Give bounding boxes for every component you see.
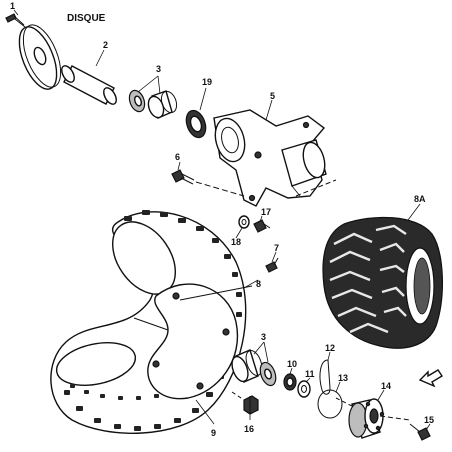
label-16: 16 <box>244 424 254 434</box>
axis-hub <box>295 179 337 197</box>
part-14-hub <box>348 398 385 439</box>
leader-12 <box>327 351 331 361</box>
part-16-nut <box>243 395 259 415</box>
label-13: 13 <box>338 373 348 383</box>
part-3-bearing-upper <box>128 89 178 119</box>
label-7: 7 <box>274 243 279 253</box>
leader-6 <box>177 161 181 171</box>
part-18-washer <box>238 215 250 229</box>
leader-14 <box>377 389 385 401</box>
part-15-bolt <box>409 423 431 441</box>
leader-8 <box>243 279 259 289</box>
label-8a: 8A <box>414 194 426 204</box>
leader-9 <box>195 399 215 425</box>
part-disc <box>18 24 62 90</box>
part-6-bolt <box>171 169 195 185</box>
label-9: 9 <box>211 428 216 438</box>
label-2: 2 <box>103 40 108 50</box>
label-18: 18 <box>231 237 241 247</box>
part-7-stud <box>265 257 279 273</box>
label-8: 8 <box>256 279 261 289</box>
label-6: 6 <box>175 152 180 162</box>
label-12: 12 <box>325 343 335 353</box>
label-17: 17 <box>261 207 271 217</box>
axis-14 <box>379 415 411 421</box>
axis-lower <box>335 397 353 407</box>
part-8-axis <box>179 285 253 301</box>
leader-11 <box>305 377 311 383</box>
part-17-nut <box>253 219 271 233</box>
direction-arrow-icon <box>418 369 443 388</box>
axis-6 <box>195 181 245 197</box>
part-1-bolt <box>5 13 26 28</box>
part-11-washer <box>297 380 311 398</box>
label-3-upper: 3 <box>156 64 161 74</box>
label-14: 14 <box>381 381 391 391</box>
label-19: 19 <box>202 77 212 87</box>
leader-10 <box>289 367 293 375</box>
label-3-lower: 3 <box>261 332 266 342</box>
part-3-bearing-lower <box>231 349 277 387</box>
leader-3-lower <box>253 341 269 363</box>
leader-15 <box>425 423 431 431</box>
title-disque: DISQUE <box>67 13 106 24</box>
leader-1 <box>13 9 19 16</box>
part-13-o-ring <box>317 389 343 419</box>
label-5: 5 <box>270 91 275 101</box>
part-10-seal <box>283 373 297 391</box>
leader-18 <box>235 227 243 239</box>
leader-2 <box>95 49 105 67</box>
leader-17 <box>259 215 263 223</box>
leader-13 <box>335 381 341 393</box>
part-2-sleeve <box>61 65 117 105</box>
leader-3-upper <box>137 75 161 95</box>
label-1: 1 <box>10 1 15 11</box>
label-11: 11 <box>305 369 315 379</box>
leader-8a <box>407 203 421 221</box>
label-10: 10 <box>287 359 297 369</box>
leader-19 <box>199 87 207 111</box>
leader-5 <box>265 99 273 121</box>
part-12-cotter-pin <box>319 359 331 395</box>
label-15: 15 <box>424 415 434 425</box>
part-19-seal <box>185 109 207 139</box>
part-5-hub-carrier <box>213 109 327 207</box>
leader-7 <box>271 251 277 263</box>
axis-16 <box>231 391 245 401</box>
rim-axis-line <box>133 317 169 331</box>
part-8a-tire <box>322 216 443 349</box>
